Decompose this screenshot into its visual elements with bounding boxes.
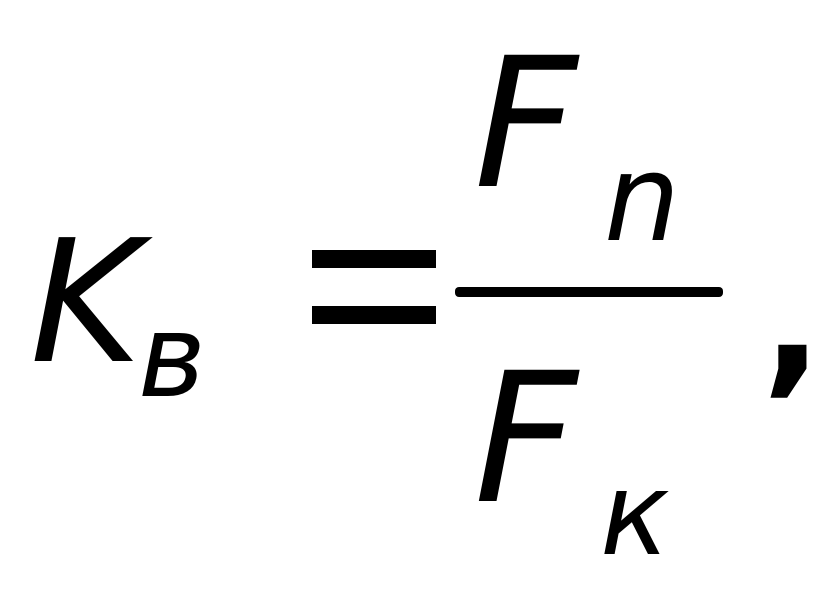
denominator-symbol: F bbox=[474, 335, 578, 544]
trailing-comma: , bbox=[762, 226, 823, 413]
lhs-symbol: K bbox=[30, 204, 142, 402]
equals-sign-top-bar bbox=[312, 250, 436, 268]
fraction-bar bbox=[455, 287, 723, 297]
lhs-subscript: в bbox=[138, 290, 206, 424]
numerator-symbol: F bbox=[474, 20, 578, 229]
denominator-subscript: к bbox=[600, 448, 670, 582]
numerator-subscript: n bbox=[604, 130, 681, 269]
equals-sign-bottom-bar bbox=[312, 306, 436, 324]
